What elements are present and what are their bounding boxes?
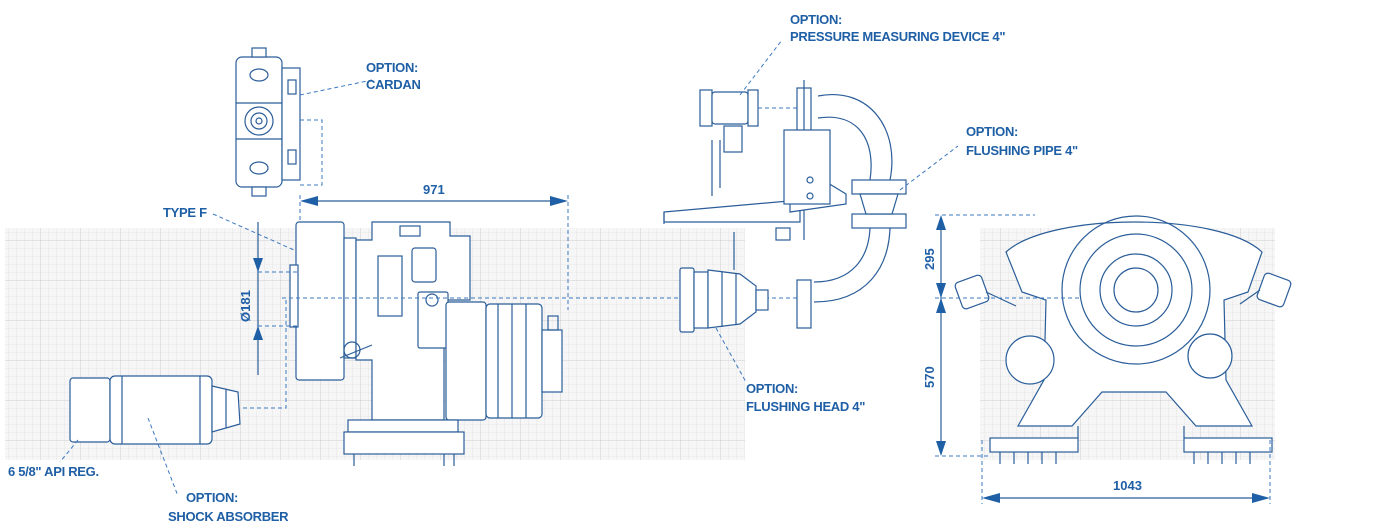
dimension-height-lower: 570 xyxy=(922,366,937,388)
dimension-height-upper: 295 xyxy=(922,248,937,270)
label-option-flushing-head-1: OPTION: xyxy=(746,381,798,396)
dimension-length: 971 xyxy=(423,182,445,197)
dimension-width: 1043 xyxy=(1113,478,1142,493)
label-type-f: TYPE F xyxy=(163,205,207,220)
label-option-pressure-1: OPTION: xyxy=(790,12,842,27)
main-unit-front-view xyxy=(954,215,1292,464)
shock-absorber-part xyxy=(69,375,241,445)
label-api-reg: 6 5/8" API REG. xyxy=(8,464,99,479)
flushing-head-part xyxy=(679,232,769,333)
label-option-flushing-pipe-2: FLUSHING PIPE 4" xyxy=(966,143,1078,158)
label-option-cardan-2: CARDAN xyxy=(366,77,421,92)
label-option-shock-2: SHOCK ABSORBER xyxy=(168,509,289,524)
cardan-part xyxy=(235,47,301,197)
label-option-cardan-1: OPTION: xyxy=(366,60,418,75)
label-option-flushing-pipe-1: OPTION: xyxy=(966,124,1018,139)
label-option-flushing-head-2: FLUSHING HEAD 4" xyxy=(746,399,865,414)
pressure-device-part xyxy=(699,89,759,196)
label-option-shock-1: OPTION: xyxy=(186,490,238,505)
main-unit-side-view xyxy=(289,221,563,466)
flushing-pipe-part xyxy=(663,80,907,329)
dimension-diameter: Ø181 xyxy=(238,290,253,322)
label-option-pressure-2: PRESSURE MEASURING DEVICE 4" xyxy=(790,29,1005,44)
